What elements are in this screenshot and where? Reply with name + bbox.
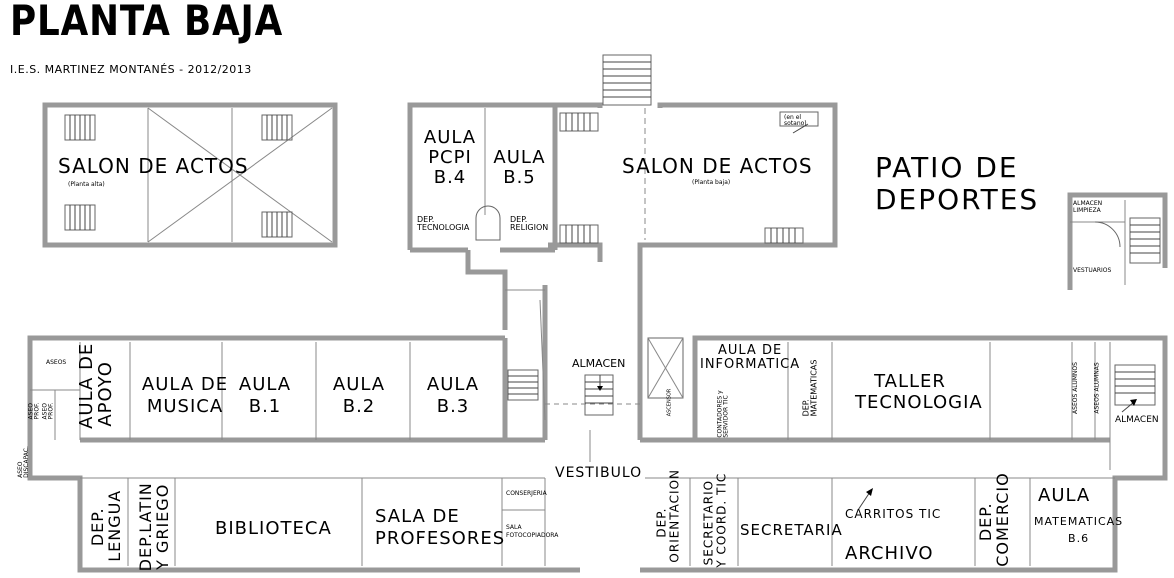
room-aula-b6: AULA [1038, 485, 1091, 506]
room-salon-alta: SALON DE ACTOS [58, 154, 249, 178]
salon-alta-block [42, 102, 338, 248]
note-sotano: (en el sotano) [784, 114, 807, 127]
room-aseos-alumnas: ASEOS ALUMNAS [1093, 362, 1101, 414]
room-biblioteca: BIBLIOTECA [215, 518, 332, 539]
room-aula-apoyo: AULA DE APOYO [76, 342, 116, 429]
room-aula-b2: AULA B.2 [332, 374, 386, 417]
room-aseo-discapac: ASEO DISCAPAC. [16, 446, 30, 478]
arrows [597, 123, 1137, 511]
room-almacen-dcha: ALMACEN [1115, 415, 1159, 425]
room-secretario: SECRETARIO Y COORD. TIC [701, 472, 728, 568]
stair-salon-alta [64, 114, 293, 238]
room-dep-religion: DEP. RELIGION [510, 215, 549, 232]
room-aula-b6-sub: MATEMATICAS B.6 [1034, 515, 1124, 545]
room-aula-pcpi: AULA PCPI B.4 [423, 127, 477, 188]
room-vestuarios: VESTUARIOS [1073, 267, 1112, 274]
room-salon-baja: SALON DE ACTOS [622, 154, 813, 178]
room-vestibulo: VESTIBULO [555, 465, 643, 481]
left-wing-walls [27, 335, 580, 573]
room-salon-alta-note: (Planta alta) [68, 181, 105, 188]
room-sala-fotocopiadora: SALA FOTOCOPIADORA [506, 524, 559, 539]
room-aula-b5: AULA B.5 [493, 147, 546, 188]
room-contadores: CONTADORES y SERVIDOR TIC [716, 390, 730, 438]
room-almacen-centro: ALMACEN [572, 357, 626, 370]
room-aseos-alumnos: ASEOS ALUMNOS [1071, 362, 1079, 414]
room-sala-profesores: SALA DE PROFESORES [375, 506, 506, 549]
room-archivo: ARCHIVO [845, 543, 934, 564]
room-dep-latin: DEP.LATIN Y GRIEGO [136, 482, 172, 572]
room-taller-tecnologia: TALLER TECNOLOGIA [855, 371, 983, 413]
page-title: PLANTA BAJA [10, 0, 284, 45]
upper-central-walls [407, 102, 838, 462]
room-aseo-prof-b: ASEO PROF. [41, 402, 55, 420]
room-dep-orientacion: DEP. ORIENTACION [654, 468, 681, 563]
room-dep-tecnologia: DEP. TECNOLOGIA [417, 215, 470, 232]
room-salon-baja-note: (Planta baja) [692, 179, 731, 186]
room-dep-matematicas: DEP. MATEMATICAS [801, 359, 819, 417]
room-secretaria: SECRETARIA [740, 521, 843, 539]
patio-deportes: PATIO DE DEPORTES [875, 151, 1040, 217]
room-aseo-prof-a: ASEO PROF. [27, 402, 41, 420]
room-carritos-tic: CARRITOS TIC [845, 507, 942, 521]
room-aseos: ASEOS [46, 359, 67, 366]
central-corridor [505, 262, 684, 440]
room-dep-comercio: DEP. COMERCIO [976, 472, 1012, 567]
room-aula-b1: AULA B.1 [238, 374, 292, 417]
room-conserjeria: CONSERJERIA [506, 490, 547, 497]
right-wing-walls [640, 335, 1168, 573]
room-aula-informatica: AULA DE INFORMATICA [700, 343, 801, 373]
room-dep-lengua: DEP. LENGUA [88, 489, 124, 562]
room-almacen-limpieza: ALMACEN LIMPIEZA [1073, 200, 1103, 215]
stair-north [475, 54, 819, 244]
page-subtitle: I.E.S. MARTINEZ MONTANÉS - 2012/2013 [10, 63, 252, 76]
vestuarios-block [1067, 192, 1168, 290]
room-aula-musica: AULA DE MUSICA [141, 374, 229, 417]
room-aula-b3: AULA B.3 [426, 374, 480, 417]
room-ascensor: ASCENSOR [666, 388, 673, 417]
